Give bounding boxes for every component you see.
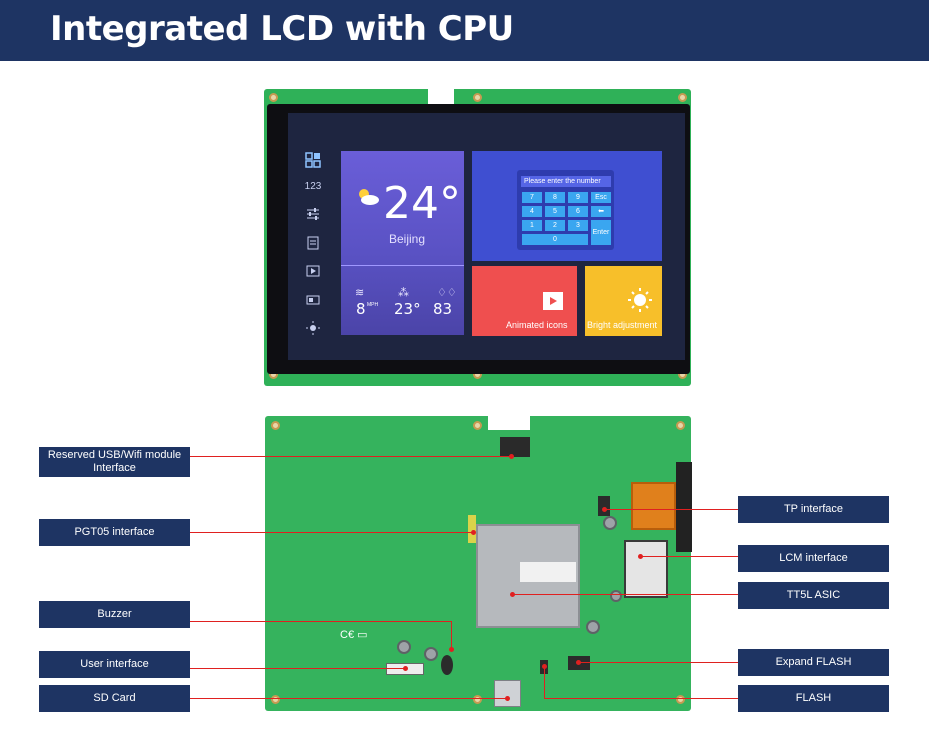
divider bbox=[341, 265, 464, 266]
mount-hole bbox=[676, 421, 685, 430]
leader-line bbox=[544, 698, 738, 699]
document-icon[interactable] bbox=[304, 236, 322, 253]
sun-icon bbox=[628, 288, 652, 312]
callout-sd-card: SD Card bbox=[39, 685, 190, 712]
key-esc[interactable]: Esc bbox=[591, 192, 611, 203]
callout-user-interface: User interface bbox=[39, 651, 190, 678]
key-0[interactable]: 0 bbox=[522, 234, 588, 245]
ce-mark: C€ ▭ bbox=[340, 629, 368, 641]
capacitor bbox=[397, 640, 411, 654]
animated-icons-label: Animated icons bbox=[506, 320, 568, 330]
mount-hole bbox=[269, 93, 278, 102]
mount-hole bbox=[473, 421, 482, 430]
wind-icon: ≋ bbox=[355, 287, 365, 299]
leader-line bbox=[578, 662, 738, 663]
flex-cable bbox=[676, 462, 692, 552]
numbers-icon[interactable]: 123 bbox=[304, 181, 322, 192]
brightness-label: Bright adjustment bbox=[587, 320, 658, 330]
callout-expand-flash: Expand FLASH bbox=[738, 649, 889, 676]
key-9[interactable]: 9 bbox=[568, 192, 588, 203]
wind-unit: MPH bbox=[367, 302, 379, 308]
leader-dot bbox=[471, 530, 476, 535]
key-4[interactable]: 4 bbox=[522, 206, 542, 217]
temperature-value: 24° bbox=[383, 178, 461, 229]
snow-icon: ⁂ bbox=[398, 287, 409, 299]
card-icon[interactable] bbox=[304, 293, 322, 310]
leader-line bbox=[190, 532, 474, 533]
mount-hole bbox=[473, 695, 482, 704]
callout-flash: FLASH bbox=[738, 685, 889, 712]
keypad-prompt: Please enter the number bbox=[521, 176, 611, 187]
mount-hole bbox=[271, 421, 280, 430]
callout-tt5l-asic: TT5L ASIC bbox=[738, 582, 889, 609]
leader-line bbox=[190, 456, 512, 457]
grid-icon[interactable] bbox=[304, 152, 322, 171]
wind-value: 8 bbox=[356, 300, 366, 318]
brightness-icon[interactable] bbox=[304, 321, 322, 338]
capacitor bbox=[424, 647, 438, 661]
asic-sticker bbox=[520, 562, 576, 582]
callout-buzzer: Buzzer bbox=[39, 601, 190, 628]
leader-dot bbox=[510, 592, 515, 597]
leader-dot bbox=[403, 666, 408, 671]
leader-line bbox=[190, 668, 406, 669]
key-2[interactable]: 2 bbox=[545, 220, 565, 231]
key-6[interactable]: 6 bbox=[568, 206, 588, 217]
tp-connector bbox=[631, 482, 676, 530]
callout-usb-wifi: Reserved USB/Wifi module Interface bbox=[39, 447, 190, 477]
capacitor bbox=[586, 620, 600, 634]
video-icon[interactable] bbox=[304, 264, 322, 281]
key-3[interactable]: 3 bbox=[568, 220, 588, 231]
film-icon bbox=[543, 292, 563, 310]
leader-dot bbox=[602, 507, 607, 512]
leader-dot bbox=[576, 660, 581, 665]
capacitor bbox=[610, 590, 622, 602]
partly-cloudy-icon bbox=[359, 189, 379, 205]
key-backspace[interactable]: ⬅ bbox=[591, 206, 611, 217]
mount-hole bbox=[473, 93, 482, 102]
sd-card-slot bbox=[494, 680, 521, 707]
leader-dot bbox=[505, 696, 510, 701]
page-title: Integrated LCD with CPU bbox=[50, 9, 514, 49]
buzzer-component bbox=[441, 655, 453, 675]
pgt05-connector bbox=[468, 515, 476, 543]
humidity-icon: ♢♢ bbox=[437, 287, 457, 299]
city-name: Beijing bbox=[389, 232, 426, 246]
leader-dot bbox=[509, 454, 514, 459]
mount-hole bbox=[271, 695, 280, 704]
leader-line bbox=[640, 556, 738, 557]
leader-dot bbox=[542, 664, 547, 669]
callout-lcm-interface: LCM interface bbox=[738, 545, 889, 572]
callout-tp-interface: TP interface bbox=[738, 496, 889, 523]
temp-low-value: 23° bbox=[394, 300, 421, 318]
header-banner: Integrated LCD with CPU bbox=[0, 0, 929, 61]
leader-line bbox=[604, 509, 738, 510]
pcb-notch bbox=[428, 89, 454, 104]
humidity-value: 83 bbox=[433, 300, 453, 318]
lcm-connector bbox=[624, 540, 668, 598]
pcb-notch bbox=[488, 416, 530, 430]
capacitor bbox=[603, 516, 617, 530]
key-7[interactable]: 7 bbox=[522, 192, 542, 203]
leader-line bbox=[190, 621, 452, 622]
leader-line bbox=[512, 594, 738, 595]
key-1[interactable]: 1 bbox=[522, 220, 542, 231]
leader-line bbox=[451, 621, 452, 649]
leader-dot bbox=[638, 554, 643, 559]
component bbox=[598, 496, 610, 516]
mount-hole bbox=[678, 93, 687, 102]
leader-line bbox=[190, 698, 508, 699]
usb-wifi-connector bbox=[500, 437, 530, 457]
key-5[interactable]: 5 bbox=[545, 206, 565, 217]
key-enter[interactable]: Enter bbox=[591, 220, 611, 245]
key-8[interactable]: 8 bbox=[545, 192, 565, 203]
leader-dot bbox=[449, 647, 454, 652]
mount-hole bbox=[676, 695, 685, 704]
weather-tile[interactable] bbox=[341, 151, 464, 335]
callout-pgt05: PGT05 interface bbox=[39, 519, 190, 546]
sliders-icon[interactable] bbox=[304, 207, 322, 224]
leader-line bbox=[544, 666, 545, 699]
